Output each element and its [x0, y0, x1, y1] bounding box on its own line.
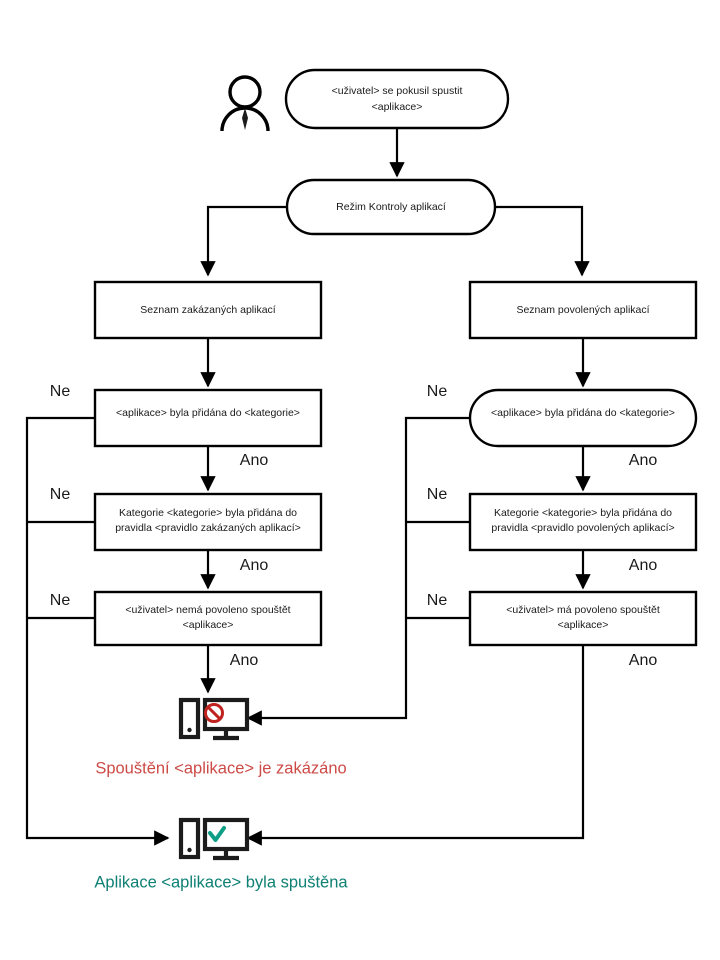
node-allowed-q2-line2: pravidla <pravidlo povolených aplikací>	[491, 522, 674, 534]
edge-allowed-q1-no-rail	[246, 416, 470, 726]
node-denied-q3-line2: <aplikace>	[183, 619, 234, 631]
node-denied-q2: Kategorie <kategorie> byla přidána do pr…	[93, 492, 323, 552]
node-start-line1: <uživatel> se pokusil spustit	[332, 85, 463, 97]
node-allowed-list-label: Seznam povolených aplikací	[516, 304, 649, 316]
node-denied-q1-label: <aplikace> byla přidána do <kategorie>	[116, 407, 300, 419]
node-allowed-q2-line1: Kategorie <kategorie> byla přidána do	[494, 507, 672, 519]
node-allowed-q3-line2: <aplikace>	[558, 619, 609, 631]
node-denied-list-label: Seznam zakázaných aplikací	[140, 304, 275, 316]
node-start-line2: <aplikace>	[372, 101, 423, 113]
node-denied-list: Seznam zakázaných aplikací	[93, 280, 323, 340]
node-mode-label: Režim Kontroly aplikací	[336, 201, 446, 213]
node-allowed-q1: <aplikace> byla přidána do <kategorie>	[468, 388, 698, 448]
edge-label-allowed-no-2: Ne	[427, 486, 448, 503]
edge-allowed-q3-yes-to-allowed	[246, 645, 585, 846]
edge-label-allowed-no-3: Ne	[427, 592, 448, 609]
node-denied-q1: <aplikace> byla přidána do <kategorie>	[93, 388, 323, 448]
caption-denied: Spouštění <aplikace> je zakázáno	[95, 759, 346, 777]
edge-label-allowed-yes-2: Ano	[629, 557, 658, 574]
edge-label-allowed-yes-1: Ano	[629, 452, 658, 469]
node-denied-q3-line1: <uživatel> nemá povoleno spouštět	[125, 604, 290, 616]
edge-label-allowed-no-1: Ne	[427, 383, 448, 400]
node-allowed-q1-label: <aplikace> byla přidána do <kategorie>	[491, 407, 675, 419]
edge-label-denied-yes-3: Ano	[230, 652, 259, 669]
caption-allowed: Aplikace <aplikace> byla spuštěna	[94, 873, 348, 891]
edge-label-allowed-yes-3: Ano	[629, 652, 658, 669]
edge-denied-q1-no-rail	[25, 416, 170, 846]
node-start: <uživatel> se pokusil spustit <aplikace>	[284, 68, 510, 130]
computer-blocked-icon	[178, 697, 250, 741]
node-denied-q2-line2: pravidla <pravidlo zakázaných aplikací>	[115, 522, 301, 534]
edge-label-denied-no-3: Ne	[50, 592, 71, 609]
node-allowed-q2: Kategorie <kategorie> byla přidána do pr…	[468, 492, 698, 552]
node-allowed-q3: <uživatel> má povoleno spouštět <aplikac…	[468, 590, 698, 647]
person-icon	[220, 75, 270, 132]
edge-label-denied-no-1: Ne	[50, 383, 71, 400]
node-mode: Režim Kontroly aplikací	[285, 178, 497, 236]
edge-mode-to-denied-list	[200, 205, 287, 277]
computer-allowed-icon	[178, 817, 250, 861]
node-denied-q3: <uživatel> nemá povoleno spouštět <aplik…	[93, 590, 323, 647]
edge-mode-to-allowed-list	[495, 205, 590, 277]
edge-label-denied-yes-2: Ano	[240, 557, 269, 574]
edge-label-denied-no-2: Ne	[50, 486, 71, 503]
edge-label-denied-yes-1: Ano	[240, 452, 269, 469]
node-denied-q2-line1: Kategorie <kategorie> byla přidána do	[119, 507, 297, 519]
node-allowed-list: Seznam povolených aplikací	[468, 280, 698, 340]
node-allowed-q3-line1: <uživatel> má povoleno spouštět	[506, 604, 660, 616]
